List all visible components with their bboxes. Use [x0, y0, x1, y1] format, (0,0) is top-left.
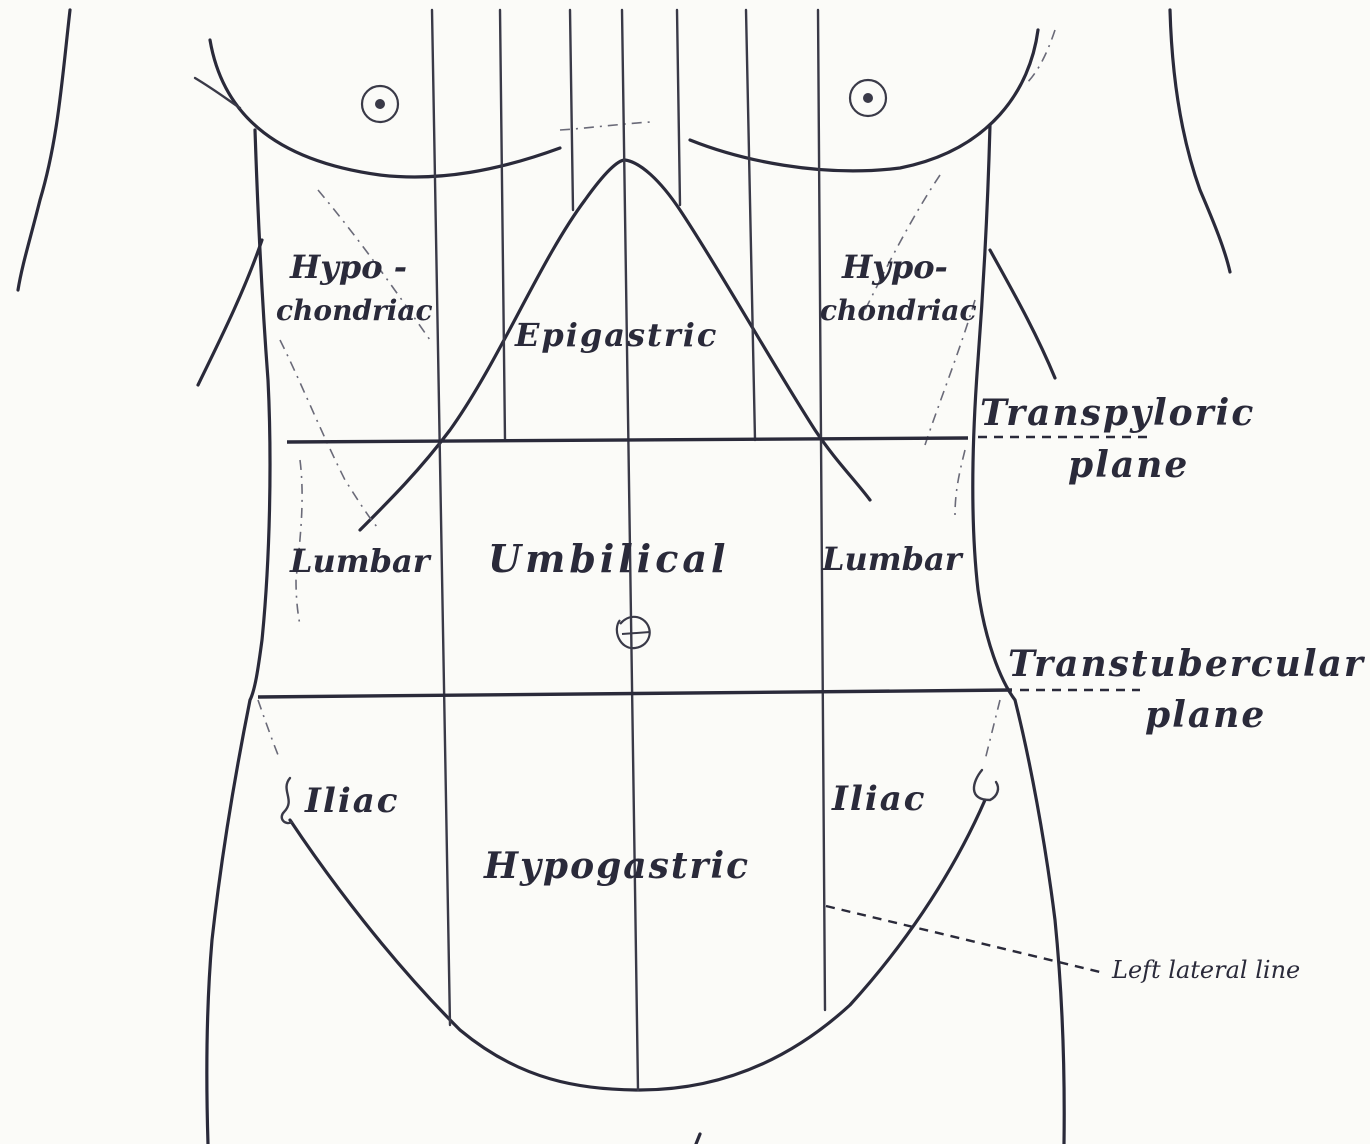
right-lateral-line	[432, 10, 450, 1025]
left-armpit-outline	[990, 250, 1055, 378]
left-rib-line-4	[985, 700, 1000, 760]
left-nipple-icon	[850, 80, 886, 116]
transtubercular-label-2: plane	[1145, 694, 1266, 736]
umbilicus-icon	[617, 617, 650, 648]
iliac-left-label: Iliac	[831, 779, 926, 819]
transpyloric-label-2: plane	[1068, 444, 1189, 486]
region-labels: Hypo - chondriac Epigastric Hypo- chondr…	[276, 248, 977, 887]
right-nipple-icon	[362, 86, 398, 122]
left-shoulder-line	[1025, 30, 1055, 85]
sternum-faint-line	[560, 122, 650, 130]
right-parasternal-line	[500, 10, 505, 440]
left-sternal-line	[677, 10, 680, 205]
right-iliac-spine-mark	[282, 778, 292, 823]
transpyloric-plane-line	[287, 438, 968, 442]
right-trunk-side	[207, 130, 270, 1144]
left-iliac-spine-mark	[974, 770, 998, 800]
transtubercular-plane-line	[258, 690, 1012, 697]
transpyloric-label-1: Transpyloric	[980, 392, 1255, 434]
right-shoulder-line	[195, 78, 240, 108]
iliac-right-label: Iliac	[304, 781, 399, 821]
left-lateral-line	[818, 10, 825, 1010]
right-pectoral-outline	[210, 40, 560, 177]
left-trunk-side	[973, 125, 1064, 1144]
plane-annotations: Transpyloric plane Transtubercular plane…	[980, 392, 1366, 984]
right-arm-outline	[18, 10, 70, 290]
lumbar-left-label: Lumbar	[821, 540, 964, 578]
right-sternal-line	[570, 10, 573, 210]
left-arm-outline	[1170, 10, 1230, 272]
right-rib-line-2	[280, 340, 380, 530]
hypogastric-label: Hypogastric	[483, 845, 750, 887]
left-parasternal-line	[746, 10, 755, 440]
hypochondriac-right-label-2: chondriac	[276, 294, 433, 327]
umbilical-label: Umbilical	[488, 536, 729, 581]
pubic-mark	[696, 1134, 700, 1144]
right-hip-faint-line	[258, 700, 280, 760]
transtubercular-label-1: Transtubercular	[1008, 643, 1366, 685]
left-rib-line-3	[955, 450, 965, 515]
epigastric-label: Epigastric	[514, 316, 718, 354]
hypochondriac-left-label-1: Hypo-	[841, 248, 948, 286]
hypochondriac-left-label-2: chondriac	[820, 294, 977, 327]
right-armpit-outline	[198, 240, 262, 385]
hypochondriac-right-label-1: Hypo -	[289, 248, 407, 286]
left-lateral-line-label: Left lateral line	[1111, 956, 1300, 984]
lumbar-right-label: Lumbar	[289, 542, 432, 580]
